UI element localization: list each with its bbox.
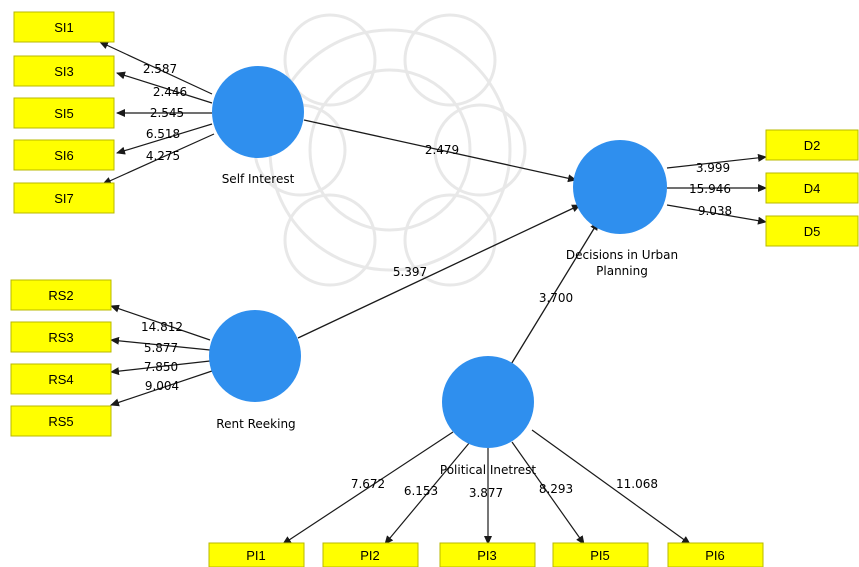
- svg-text:PI2: PI2: [360, 548, 380, 563]
- svg-text:RS2: RS2: [48, 288, 73, 303]
- loading-label-pi6: 11.068: [616, 477, 658, 491]
- svg-text:PI5: PI5: [590, 548, 610, 563]
- indicator-rs5[interactable]: RS5: [10, 405, 112, 437]
- construct-rent-reeking[interactable]: [209, 310, 301, 402]
- loading-label-pi5: 8.293: [539, 482, 573, 496]
- loading-arrow-si6: [116, 123, 213, 155]
- svg-text:D2: D2: [804, 138, 821, 153]
- svg-text:PI6: PI6: [705, 548, 725, 563]
- loading-label-pi3: 3.877: [469, 486, 503, 500]
- political-interest-label: Political Inetrest: [440, 463, 536, 477]
- loading-arrow-si1: [99, 41, 213, 95]
- loading-arrow-si7: [102, 133, 215, 185]
- path-rent-reeking-to-decisions: [297, 204, 581, 339]
- path-self-interest-to-decisions: [303, 119, 577, 183]
- loading-label-d4: 15.946: [689, 182, 731, 196]
- loading-arrow-rs5: [110, 370, 213, 407]
- loading-label-rs4: 7.850: [144, 360, 178, 374]
- indicator-si5[interactable]: SI5: [13, 97, 115, 129]
- path-coef-self-interest: 2.479: [425, 143, 459, 157]
- watermark-rosette: [253, 13, 527, 287]
- loading-label-rs3: 5.877: [144, 341, 178, 355]
- construct-self-interest[interactable]: [212, 66, 304, 158]
- svg-text:SI3: SI3: [54, 64, 74, 79]
- loading-label-si5: 2.545: [150, 106, 184, 120]
- svg-text:SI1: SI1: [54, 20, 74, 35]
- indicator-pi2[interactable]: PI2: [322, 542, 419, 567]
- loading-arrow-d2: [666, 153, 767, 169]
- indicator-d5[interactable]: D5: [765, 215, 859, 247]
- loading-arrow-rs4: [110, 360, 211, 376]
- indicator-pi3[interactable]: PI3: [439, 542, 536, 567]
- loading-label-rs5: 9.004: [145, 379, 179, 393]
- svg-text:PI3: PI3: [477, 548, 497, 563]
- path-political-to-decisions: [509, 221, 599, 367]
- svg-text:SI7: SI7: [54, 191, 74, 206]
- indicator-si6[interactable]: SI6: [13, 139, 115, 171]
- loading-arrow-pi2: [384, 441, 471, 545]
- loading-label-d5: 9.038: [698, 204, 732, 218]
- loading-label-pi1: 7.672: [351, 477, 385, 491]
- svg-text:RS3: RS3: [48, 330, 73, 345]
- indicator-d4[interactable]: D4: [765, 172, 859, 204]
- self-interest-label: Self Interest: [222, 172, 295, 186]
- decisions-label-line1: Decisions in Urban: [566, 248, 678, 262]
- indicator-rs4[interactable]: RS4: [10, 363, 112, 395]
- path-coef-political: 3.700: [539, 291, 573, 305]
- svg-text:RS4: RS4: [48, 372, 73, 387]
- indicator-d2[interactable]: D2: [765, 129, 859, 161]
- svg-text:PI1: PI1: [246, 548, 266, 563]
- indicator-rs2[interactable]: RS2: [10, 279, 112, 311]
- indicator-pi5[interactable]: PI5: [552, 542, 649, 567]
- loading-arrow-pi5: [511, 441, 585, 545]
- indicator-rs3[interactable]: RS3: [10, 321, 112, 353]
- construct-decisions-in-urban-planning[interactable]: [573, 140, 667, 234]
- loading-arrow-rs3: [110, 336, 211, 351]
- svg-text:SI5: SI5: [54, 106, 74, 121]
- loading-label-rs2: 14.812: [141, 320, 183, 334]
- indicator-si7[interactable]: SI7: [13, 182, 115, 214]
- svg-text:RS5: RS5: [48, 414, 73, 429]
- svg-text:D5: D5: [804, 224, 821, 239]
- loading-arrow-si3: [116, 71, 213, 104]
- construct-political-interest[interactable]: [442, 356, 534, 448]
- loading-arrow-pi6: [531, 429, 691, 545]
- indicator-pi1[interactable]: PI1: [208, 542, 305, 567]
- loading-label-si7: 4.275: [146, 149, 180, 163]
- indicator-si3[interactable]: SI3: [13, 55, 115, 87]
- svg-text:D4: D4: [804, 181, 821, 196]
- loading-label-pi2: 6.153: [404, 484, 438, 498]
- indicator-pi6[interactable]: PI6: [667, 542, 764, 567]
- svg-text:SI6: SI6: [54, 148, 74, 163]
- path-coef-rent-reeking: 5.397: [393, 265, 427, 279]
- indicator-si1[interactable]: SI1: [13, 11, 115, 43]
- rent-reeking-label: Rent Reeking: [216, 417, 295, 431]
- loading-label-si3: 2.446: [153, 85, 187, 99]
- loading-label-d2: 3.999: [696, 161, 730, 175]
- loading-arrow-d5: [666, 204, 767, 225]
- loading-label-si6: 6.518: [146, 127, 180, 141]
- loading-arrow-rs2: [110, 304, 211, 341]
- decisions-label-line2: Planning: [596, 264, 648, 278]
- loading-arrow-pi1: [282, 431, 454, 545]
- loading-label-si1: 2.587: [143, 62, 177, 76]
